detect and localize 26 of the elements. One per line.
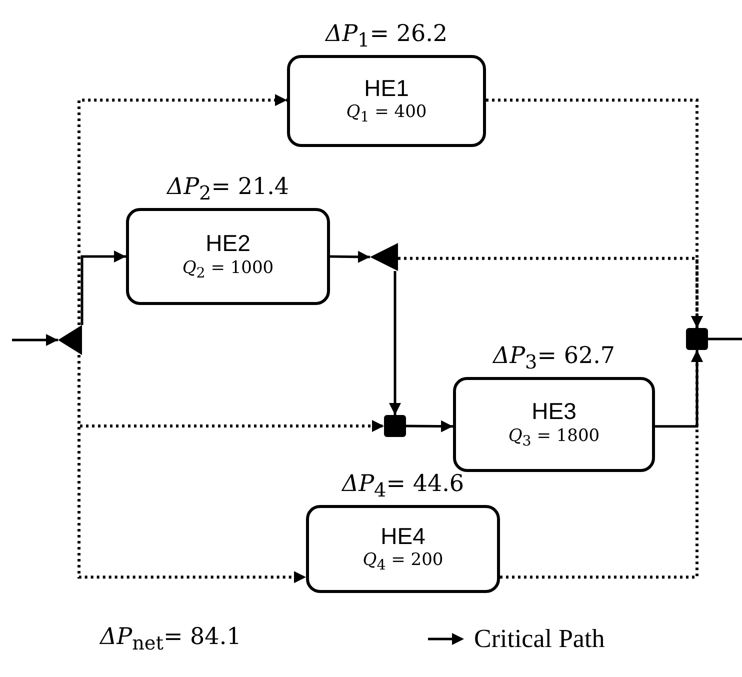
pressure-drop-label: ΔP$_{2}$= 21.4 xyxy=(166,174,290,205)
arrow xyxy=(80,250,126,325)
arrow xyxy=(389,271,401,415)
arrow xyxy=(12,334,58,346)
unit-name: HE1 xyxy=(364,74,409,102)
splitter-triangle xyxy=(58,325,82,355)
mixer-square xyxy=(384,415,406,437)
flow-rate: Q$_{3}$ = 1800 xyxy=(508,424,600,451)
dotted-arrow xyxy=(486,98,703,328)
flow-rate: Q$_{2}$ = 1000 xyxy=(182,256,274,283)
pressure-drop-label: ΔP$_{4}$= 44.6 xyxy=(342,471,464,502)
pressure-drop-label: ΔP$_{1}$= 26.2 xyxy=(325,21,448,52)
arrow xyxy=(330,250,370,263)
net-pressure-drop: ΔP$_{net}$= 84.1 xyxy=(100,624,242,655)
mixer-square xyxy=(686,328,708,350)
arrow xyxy=(406,420,453,432)
splitter-triangle xyxy=(370,243,398,271)
pressure-drop-label: ΔP$_{3}$= 62.7 xyxy=(492,343,616,374)
legend-label: Critical Path xyxy=(474,624,605,654)
unit-name: HE2 xyxy=(206,230,250,257)
flow-rate: Q$_{1}$ = 400 xyxy=(346,101,427,128)
dotted-arrow xyxy=(78,94,287,325)
flow-rate: Q$_{4}$ = 200 xyxy=(362,549,444,576)
dotted-arrow xyxy=(500,350,703,579)
unit-name: HE4 xyxy=(380,522,426,550)
unit-name: HE3 xyxy=(532,398,576,425)
